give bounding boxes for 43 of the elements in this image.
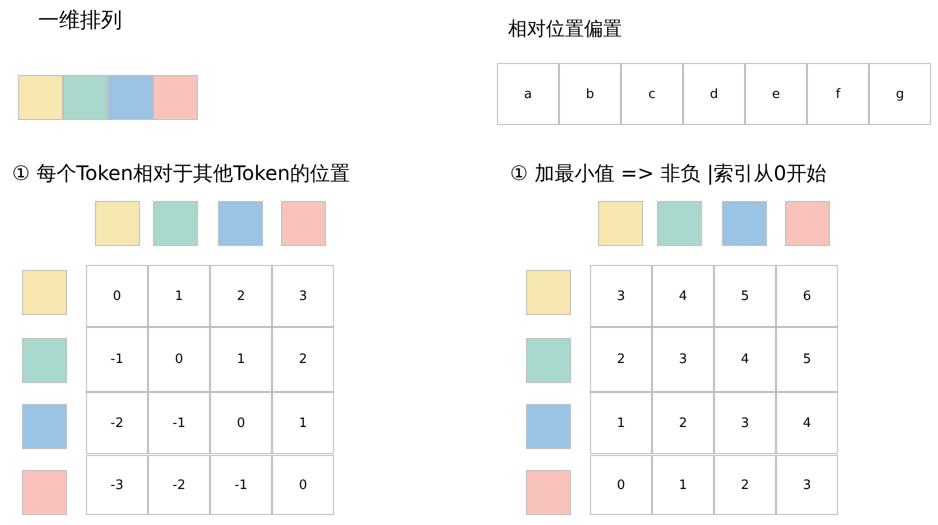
bias-cell: a bbox=[497, 63, 559, 125]
bias-cell: c bbox=[621, 63, 683, 125]
matrix-cell: 0 bbox=[210, 392, 272, 454]
matrix-cell: 3 bbox=[652, 327, 714, 392]
matrix-cell: 4 bbox=[652, 265, 714, 327]
matrix-cell: 0 bbox=[86, 265, 148, 327]
step-heading: ① 每个Token相对于其他Token的位置 bbox=[12, 160, 350, 187]
matrix-cell: 3 bbox=[272, 265, 334, 327]
matrix-cell: -1 bbox=[148, 392, 210, 454]
matrix-cell: 5 bbox=[714, 265, 776, 327]
bias-cell: f bbox=[807, 63, 869, 125]
matrix-cell: 2 bbox=[210, 265, 272, 327]
section-title: 一维排列 bbox=[38, 7, 122, 34]
matrix-cell: 2 bbox=[272, 327, 334, 392]
matrix-cell: 3 bbox=[714, 392, 776, 454]
matrix-cell: 1 bbox=[590, 392, 652, 454]
matrix-cell: 0 bbox=[590, 455, 652, 515]
bias-cell: d bbox=[683, 63, 745, 125]
matrix-cell: 5 bbox=[776, 327, 838, 392]
matrix-cell: 2 bbox=[714, 455, 776, 515]
matrix-cell: 2 bbox=[590, 327, 652, 392]
section-title: 相对位置偏置 bbox=[508, 17, 622, 42]
matrix-cell: 1 bbox=[272, 392, 334, 454]
matrix-cell: 3 bbox=[776, 455, 838, 515]
matrix-cell: 0 bbox=[148, 327, 210, 392]
matrix-cell: 4 bbox=[776, 392, 838, 454]
matrix-cell: -2 bbox=[148, 455, 210, 515]
matrix-cell: 6 bbox=[776, 265, 838, 327]
bias-cell: b bbox=[559, 63, 621, 125]
matrix-cell: 0 bbox=[272, 455, 334, 515]
matrix-cell: 1 bbox=[148, 265, 210, 327]
matrix-cell: -3 bbox=[86, 455, 148, 515]
bias-cell: g bbox=[869, 63, 931, 125]
matrix-cell: -1 bbox=[86, 327, 148, 392]
step-heading: ① 加最小值 => 非负 |索引从0开始 bbox=[510, 160, 826, 187]
matrix-cell: 3 bbox=[590, 265, 652, 327]
matrix-cell: 4 bbox=[714, 327, 776, 392]
matrix-cell: -1 bbox=[210, 455, 272, 515]
matrix-cell: 1 bbox=[210, 327, 272, 392]
matrix-cell: 1 bbox=[652, 455, 714, 515]
matrix-cell: 2 bbox=[652, 392, 714, 454]
bias-cell: e bbox=[745, 63, 807, 125]
matrix-cell: -2 bbox=[86, 392, 148, 454]
